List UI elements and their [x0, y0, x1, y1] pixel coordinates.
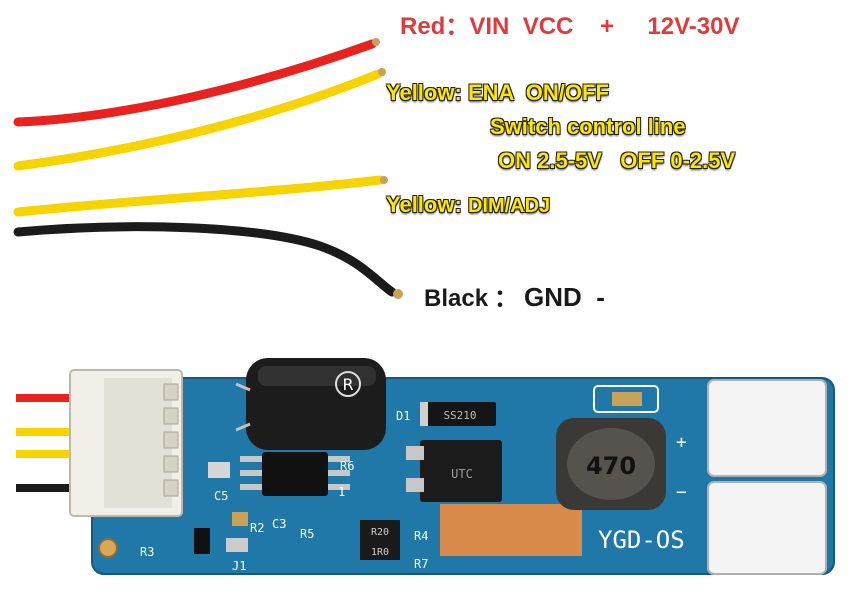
black-label-text: GND -: [524, 282, 605, 312]
yellow-wire-dim: [13, 175, 385, 217]
connector-j1: [69, 369, 183, 517]
resistor-b-marking: 1R0: [371, 547, 389, 558]
yellow-dim-separator: :: [454, 192, 462, 217]
yellow-ena-label: Yellow: ENA ON/OFF: [386, 80, 609, 106]
black-wire: [13, 222, 397, 297]
silk-brand: YGD-OS: [598, 526, 685, 554]
silk-r3: R3: [140, 545, 154, 559]
red-label-name: Red: [400, 13, 446, 40]
red-label-separator: ：: [445, 13, 470, 40]
diode-d1: SS210: [420, 402, 496, 426]
capacitor-marking: R: [342, 375, 353, 394]
yellow-wire-ena-tip: [378, 68, 386, 76]
black-wire-tip: [393, 289, 403, 299]
mosfet: UTC: [406, 440, 502, 502]
ic-chip: [240, 452, 350, 496]
silk-r6: R6: [340, 459, 354, 473]
black-label-name: Black: [424, 285, 489, 312]
yellow-ena-name: Yellow: [386, 80, 455, 105]
yellow-ena-line3-label: ON 2.5-5V OFF 0-2.5V: [498, 148, 736, 173]
yellow-dim-name: Yellow: [386, 192, 455, 217]
diode-marking: SS210: [443, 409, 476, 422]
red-label-text: VIN VCC + 12V-30V: [469, 13, 740, 40]
black-label-separator: ：: [494, 285, 519, 312]
copper-pad: [440, 504, 582, 556]
silk-r7: R7: [414, 557, 428, 571]
wire-bundle: [13, 38, 403, 299]
pcb-board: R SS210: [16, 358, 835, 575]
silk-r2: R2: [250, 521, 264, 535]
yellow-ena-line2-label: Switch control line: [490, 114, 686, 139]
black-wire-label: Black：GND -: [424, 278, 605, 313]
mounting-pad: [98, 538, 118, 558]
silk-d1: D1: [396, 409, 410, 423]
red-wire-label: Red：VIN VCC + 12V-30V: [400, 6, 739, 41]
silk-minus: −: [676, 482, 687, 503]
yellow-wire-dim-tip: [380, 176, 388, 184]
yellow-dim-label: Yellow: DIM/ADJ: [386, 192, 550, 218]
yellow-wire-ena: [13, 69, 383, 171]
red-wire: [13, 39, 377, 127]
smd-components: R20 1R0: [194, 385, 659, 560]
yellow-ena-line1: ENA ON/OFF: [467, 80, 609, 105]
silk-c3: C3: [272, 517, 286, 531]
output-pads: [707, 379, 827, 575]
silk-r5: R5: [300, 527, 314, 541]
resistor-a-marking: R20: [371, 527, 389, 538]
inductor: 470: [556, 418, 666, 510]
electrolytic-capacitor: R: [235, 358, 386, 450]
silk-c5: C5: [214, 489, 228, 503]
silkscreen: D1 R6 C5 R2 C3 R5 R3 J1 R4 R7 1 + − YGD-…: [140, 409, 687, 573]
red-wire-tip: [372, 38, 380, 46]
silk-r4: R4: [414, 529, 428, 543]
inductor-marking: 470: [586, 452, 636, 480]
yellow-ena-separator: :: [454, 80, 462, 105]
mosfet-marking: UTC: [451, 467, 473, 481]
yellow-dim-text: DIM/ADJ: [467, 195, 551, 217]
silk-plus: +: [676, 432, 687, 453]
silk-pin1: 1: [338, 485, 345, 499]
silk-j1: J1: [232, 559, 246, 573]
